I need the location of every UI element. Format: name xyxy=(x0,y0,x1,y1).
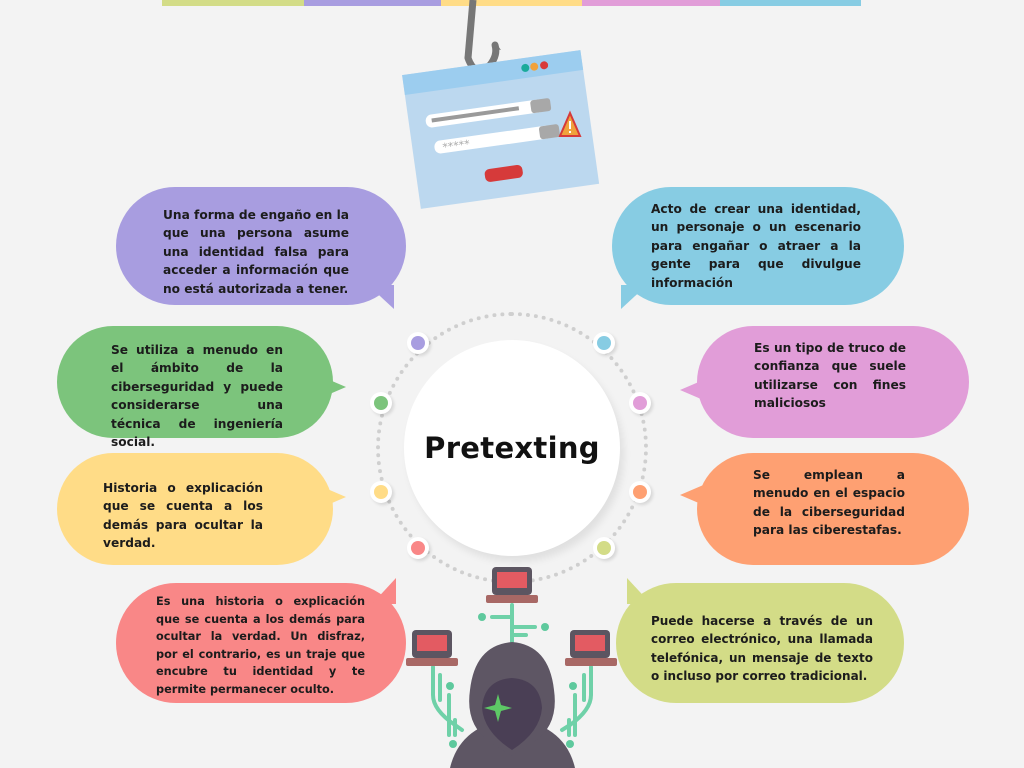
center-circle: Pretexting xyxy=(404,340,620,556)
bubble-tail xyxy=(318,375,346,399)
bubble-text: Historia o explicación que se cuenta a l… xyxy=(103,481,263,551)
ring-dot-purple xyxy=(407,332,429,354)
speech-bubble-red: Es una historia o explicación que se cue… xyxy=(116,583,406,703)
bubble-tail xyxy=(318,485,346,509)
bubble-text: Acto de crear una identidad, un personaj… xyxy=(651,202,861,290)
bubble-tail xyxy=(621,285,647,309)
speech-bubble-blue: Acto de crear una identidad, un personaj… xyxy=(612,187,904,305)
color-segment-lime xyxy=(162,0,304,6)
color-segment-yellow xyxy=(441,0,582,6)
speech-bubble-purple: Una forma de engaño en la que una person… xyxy=(116,187,406,305)
speech-bubble-lime: Puede hacerse a través de un correo elec… xyxy=(616,583,904,703)
ring-dot-pink xyxy=(629,392,651,414)
page-title: Pretexting xyxy=(424,431,600,465)
color-segment-blue xyxy=(720,0,861,6)
phishing-hook-login-icon: ***** xyxy=(402,0,600,209)
top-color-bar xyxy=(162,0,861,6)
ring-dot-green xyxy=(370,392,392,414)
speech-bubble-pink: Es un tipo de truco de confianza que sue… xyxy=(697,326,969,438)
ring-dot-lime xyxy=(593,537,615,559)
speech-bubble-orange: Se emplean a menudo en el espacio de la … xyxy=(697,453,969,565)
ring-dot-yellow xyxy=(370,481,392,503)
bubble-text: Es un tipo de truco de confianza que sue… xyxy=(754,341,906,411)
ring-dot-red xyxy=(407,537,429,559)
speech-bubble-green: Se utiliza a menudo en el ámbito de la c… xyxy=(57,326,333,449)
bubble-tail xyxy=(680,378,708,402)
bubble-text: Es una historia o explicación que se cue… xyxy=(156,595,365,696)
bubble-text: Una forma de engaño en la que una person… xyxy=(163,208,349,296)
speech-bubble-yellow: Historia o explicación que se cuenta a l… xyxy=(57,453,333,565)
ring-dot-orange xyxy=(629,481,651,503)
svg-text:*****: ***** xyxy=(442,137,472,154)
bubble-tail xyxy=(680,483,708,507)
bubble-text: Se utiliza a menudo en el ámbito de la c… xyxy=(111,343,283,450)
bubble-tail xyxy=(372,578,396,604)
ring-dot-blue xyxy=(593,332,615,354)
bubble-text: Puede hacerse a través de un correo elec… xyxy=(651,614,873,684)
color-segment-purple xyxy=(304,0,441,6)
bubble-tail xyxy=(627,578,651,604)
bubble-text: Se emplean a menudo en el espacio de la … xyxy=(753,468,905,538)
color-segment-pink xyxy=(582,0,720,6)
hooded-hacker-icon xyxy=(406,567,617,768)
bubble-tail xyxy=(368,285,394,309)
